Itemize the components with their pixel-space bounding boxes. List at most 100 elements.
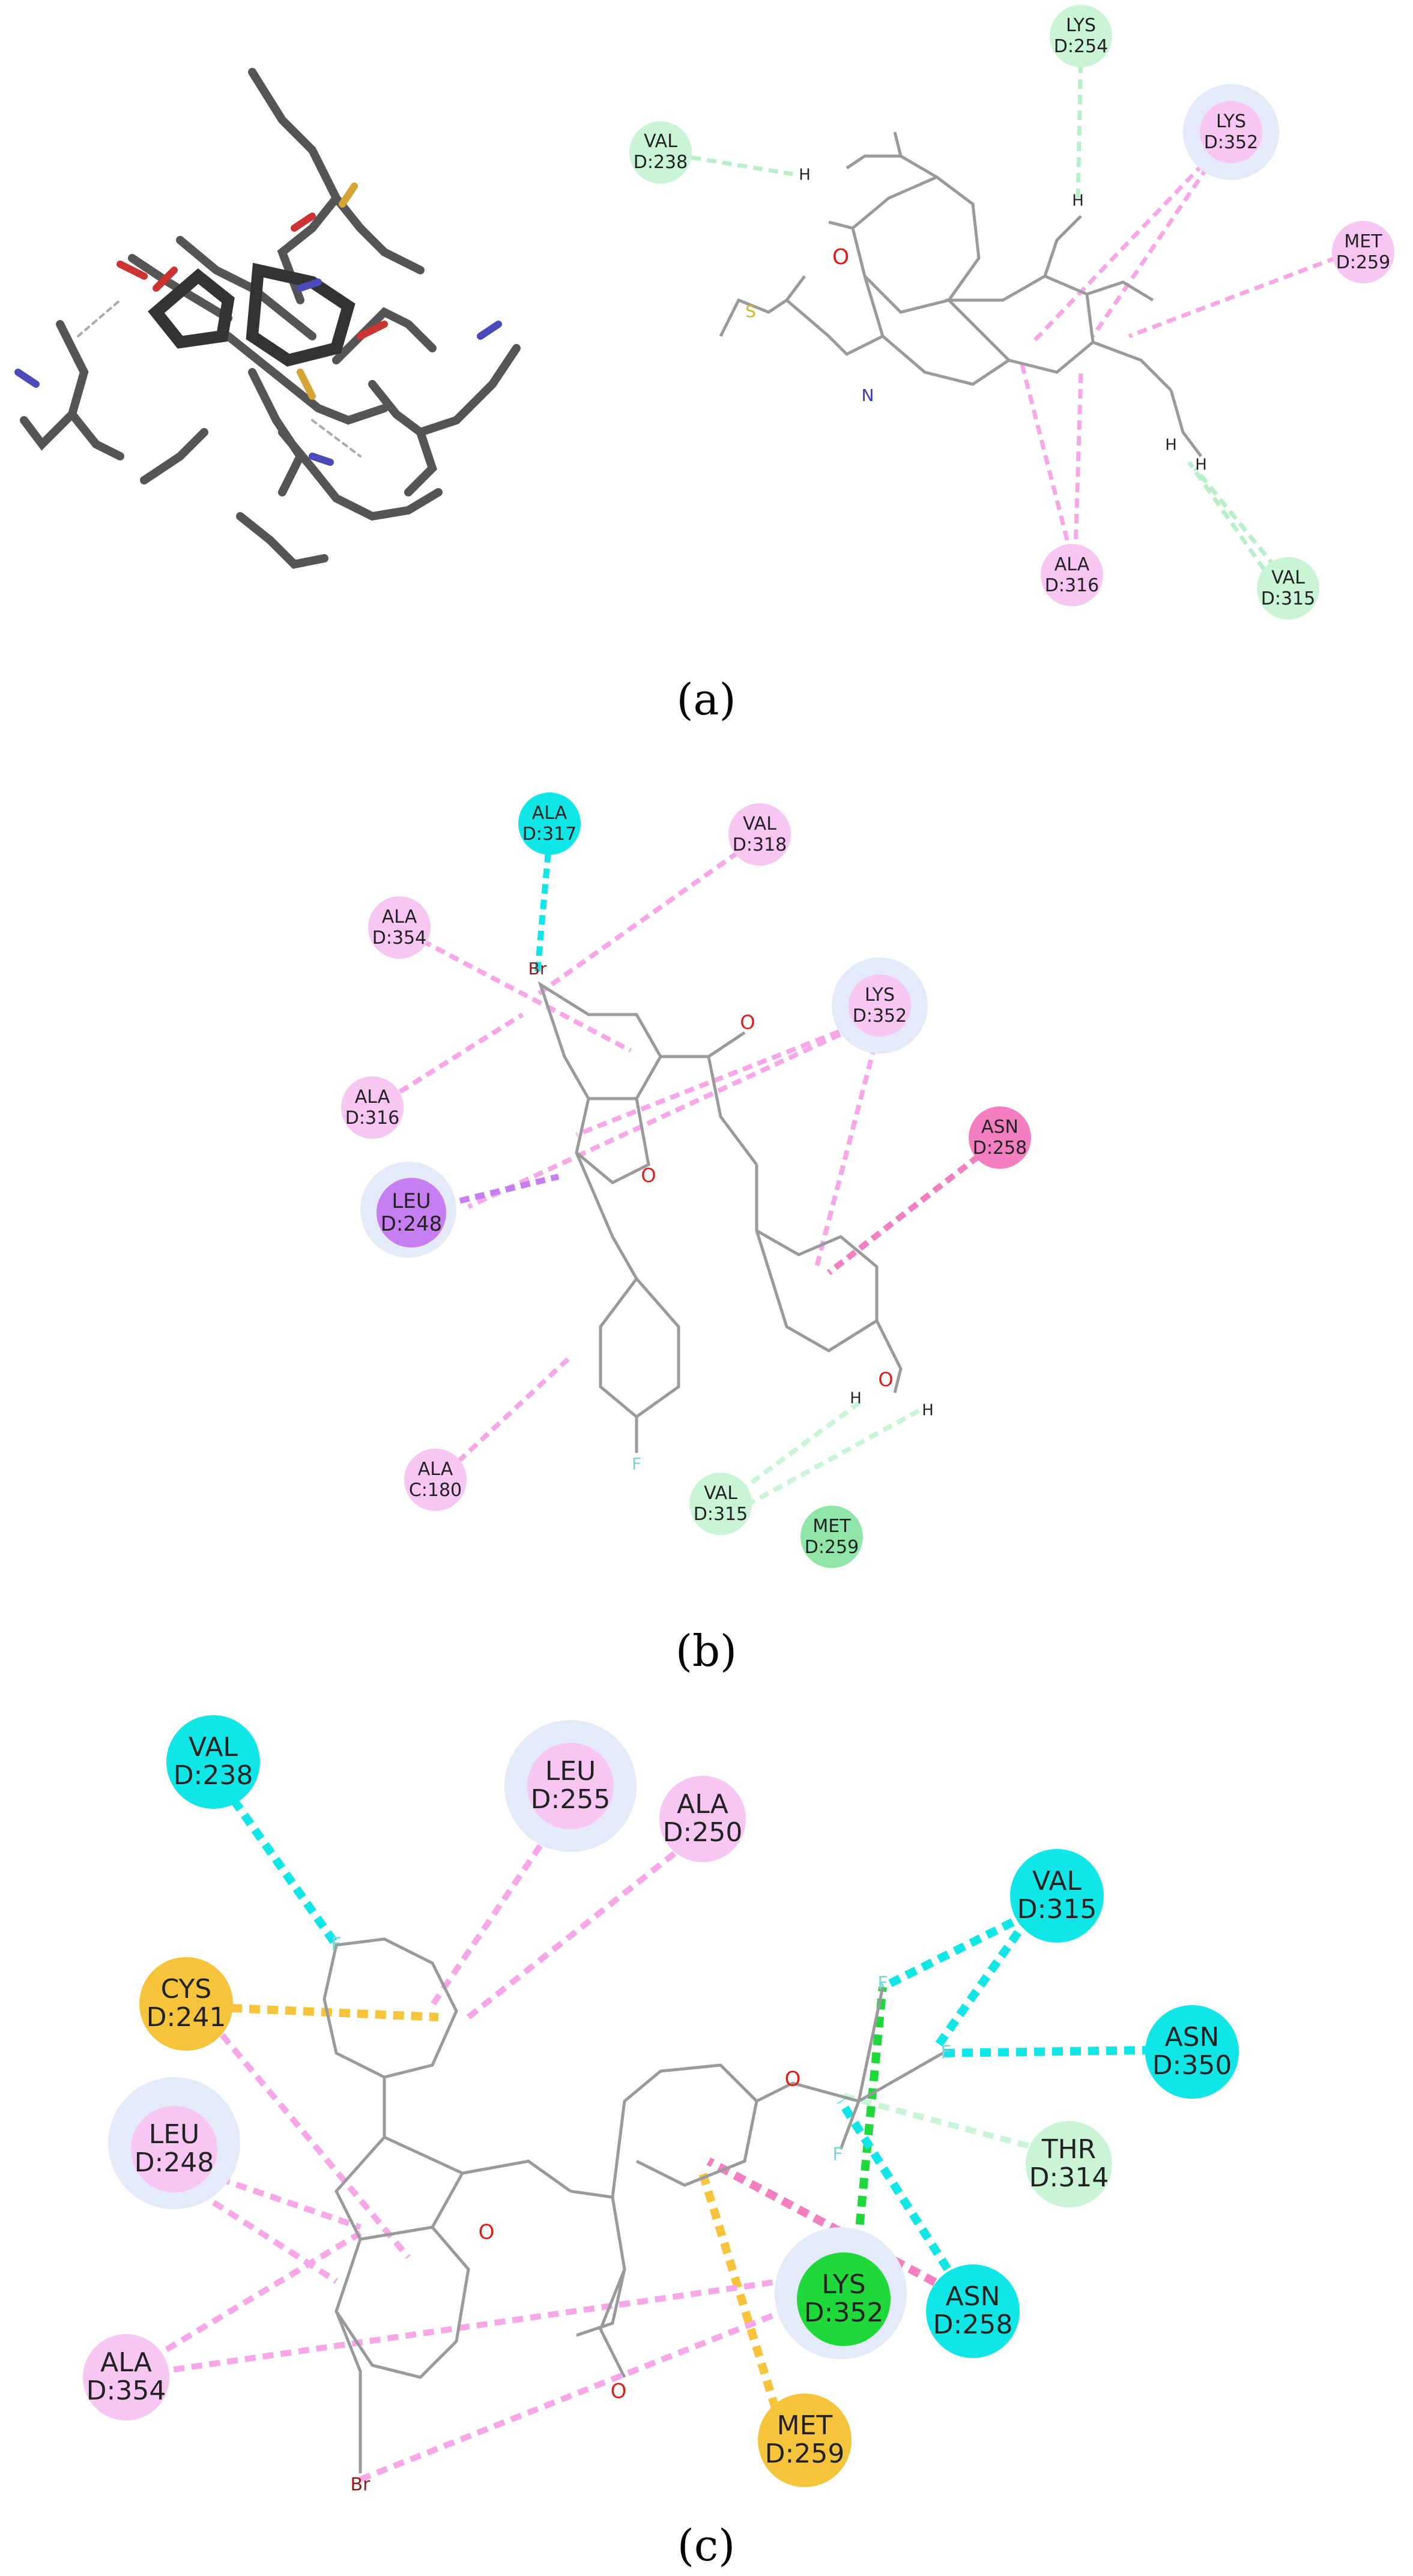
svg-text:D:352: D:352: [853, 1006, 907, 1027]
svg-text:VAL: VAL: [644, 131, 677, 152]
svg-text:D:352: D:352: [804, 2297, 884, 2328]
svg-text:LEU: LEU: [392, 1189, 431, 1213]
svg-text:D:250: D:250: [663, 1817, 743, 1848]
residue-lys-d254: LYS D:254: [1050, 5, 1112, 67]
panel-b: Br O O O H H F ALA D:317 VAL D:318 ALA D…: [341, 792, 1031, 1676]
residue-val-d318: VAL D:318: [728, 803, 791, 866]
atom-hydrogen: H: [1165, 436, 1177, 454]
svg-text:D:314: D:314: [1029, 2162, 1109, 2193]
contact-line: [849, 1986, 887, 2297]
atom-fluorine: F: [331, 1934, 341, 1955]
svg-text:D:255: D:255: [531, 1784, 611, 1815]
contact-line: [1073, 372, 1083, 571]
residue-lys-d352: LYS D:352: [832, 958, 928, 1054]
contact-line: [880, 1902, 1047, 1991]
residue-lys-d352: LYS D:352: [775, 2227, 907, 2359]
atom-oxygen: O: [785, 2068, 801, 2092]
residue-leu-d255: LEU D:255: [504, 1720, 637, 1852]
atom-fluorine: F: [832, 2144, 843, 2165]
residue-met-d259: MET D:259: [758, 2394, 852, 2487]
svg-text:C:180: C:180: [409, 1480, 462, 1501]
contact-line: [731, 1408, 920, 1515]
atom-sulfur: S: [745, 301, 756, 321]
panel-caption-c: (c): [677, 2520, 736, 2571]
svg-text:D:259: D:259: [805, 1537, 859, 1558]
contact-line: [942, 2046, 1154, 2057]
contact-line: [1091, 140, 1227, 337]
contact-line: [698, 2171, 785, 2427]
svg-text:D:248: D:248: [381, 1212, 443, 1236]
svg-text:THR: THR: [1041, 2134, 1097, 2165]
contact-line: [725, 1396, 867, 1503]
contact-line: [1031, 139, 1227, 344]
svg-text:LYS: LYS: [1216, 111, 1246, 132]
atom-oxygen: O: [479, 2221, 495, 2245]
svg-text:CYS: CYS: [161, 1974, 212, 2004]
panel-a: H H H H O S N VAL D:238 LYS D:254: [14, 5, 1394, 725]
svg-text:MET: MET: [777, 2410, 833, 2441]
svg-text:D:259: D:259: [1336, 252, 1390, 273]
residue-leu-d248: LEU D:248: [360, 1162, 456, 1258]
svg-text:LYS: LYS: [821, 2269, 865, 2300]
atom-fluorine: F: [632, 1454, 641, 1474]
svg-text:D:316: D:316: [1045, 575, 1099, 596]
atom-hydrogen: H: [850, 1390, 862, 1408]
residue-val-d315: VAL D:315: [1257, 557, 1319, 620]
svg-text:D:316: D:316: [345, 1108, 399, 1129]
contact-line: [167, 2158, 362, 2230]
svg-text:D:258: D:258: [973, 1138, 1027, 1159]
contact-line: [837, 2099, 970, 2302]
svg-text:D:315: D:315: [1261, 588, 1315, 609]
contact-line: [1187, 460, 1275, 584]
svg-text:D:254: D:254: [1054, 36, 1108, 57]
svg-text:D:315: D:315: [1017, 1894, 1097, 1925]
contact-line: [933, 1900, 1042, 2050]
svg-text:D:241: D:241: [147, 2002, 226, 2033]
contact-line: [1193, 466, 1287, 581]
atom-labels-b: Br O O O H H F: [528, 959, 934, 1474]
svg-text:D:354: D:354: [86, 2375, 166, 2406]
residue-ala-c180: ALA C:180: [404, 1449, 467, 1511]
svg-text:D:238: D:238: [174, 1760, 253, 1791]
residue-ala-d316: ALA D:316: [1041, 544, 1103, 606]
svg-text:D:317: D:317: [522, 824, 576, 845]
atom-hydrogen: H: [922, 1402, 934, 1420]
residue-ala-d316: ALA D:316: [341, 1076, 404, 1139]
atom-oxygen: O: [641, 1164, 656, 1187]
residue-val-d315: VAL D:315: [1010, 1849, 1104, 1943]
atom-bromine: Br: [528, 959, 547, 979]
residue-ala-d354: ALA D:354: [83, 2334, 169, 2421]
svg-text:D:352: D:352: [1204, 132, 1258, 153]
svg-text:VAL: VAL: [1271, 567, 1305, 588]
atom-labels-c: F F F F O O O Br: [331, 1934, 951, 2496]
svg-text:ASN: ASN: [946, 2281, 1000, 2312]
svg-text:ALA: ALA: [418, 1459, 453, 1480]
interaction-diagram-a: H H H H O S N VAL D:238 LYS D:254: [629, 5, 1394, 620]
residue-val-d238: VAL D:238: [629, 121, 692, 184]
svg-text:D:354: D:354: [372, 928, 426, 949]
panel-c: F F F F O O O Br VAL D:238 LEU D:255 ALA…: [83, 1715, 1239, 2571]
residue-asn-d350: ASN D:350: [1145, 2005, 1239, 2099]
svg-text:LYS: LYS: [865, 985, 895, 1006]
atom-nitrogen: N: [862, 385, 874, 405]
contact-line: [231, 2004, 439, 2021]
contact-line: [533, 841, 752, 999]
contact-line: [220, 2033, 411, 2260]
svg-text:ALA: ALA: [677, 1789, 728, 1820]
contact-line: [1076, 47, 1083, 199]
ligand-skeleton-c: [322, 1937, 944, 2473]
residue-val-d315: VAL D:315: [689, 1473, 752, 1535]
svg-text:MET: MET: [812, 1516, 851, 1537]
atom-hydrogen: H: [1195, 456, 1207, 474]
contact-line: [359, 2302, 800, 2482]
svg-text:ALA: ALA: [355, 1087, 390, 1108]
svg-text:D:318: D:318: [733, 834, 787, 855]
atom-fluorine: F: [877, 1973, 888, 1994]
panel-caption-b: (b): [676, 1626, 737, 1676]
svg-text:MET: MET: [1344, 231, 1382, 252]
residue-leu-d248: LEU D:248: [108, 2077, 240, 2209]
contact-line: [467, 1012, 884, 1209]
contact-line: [1128, 250, 1352, 339]
ligand-skeleton-a: [719, 131, 1202, 457]
